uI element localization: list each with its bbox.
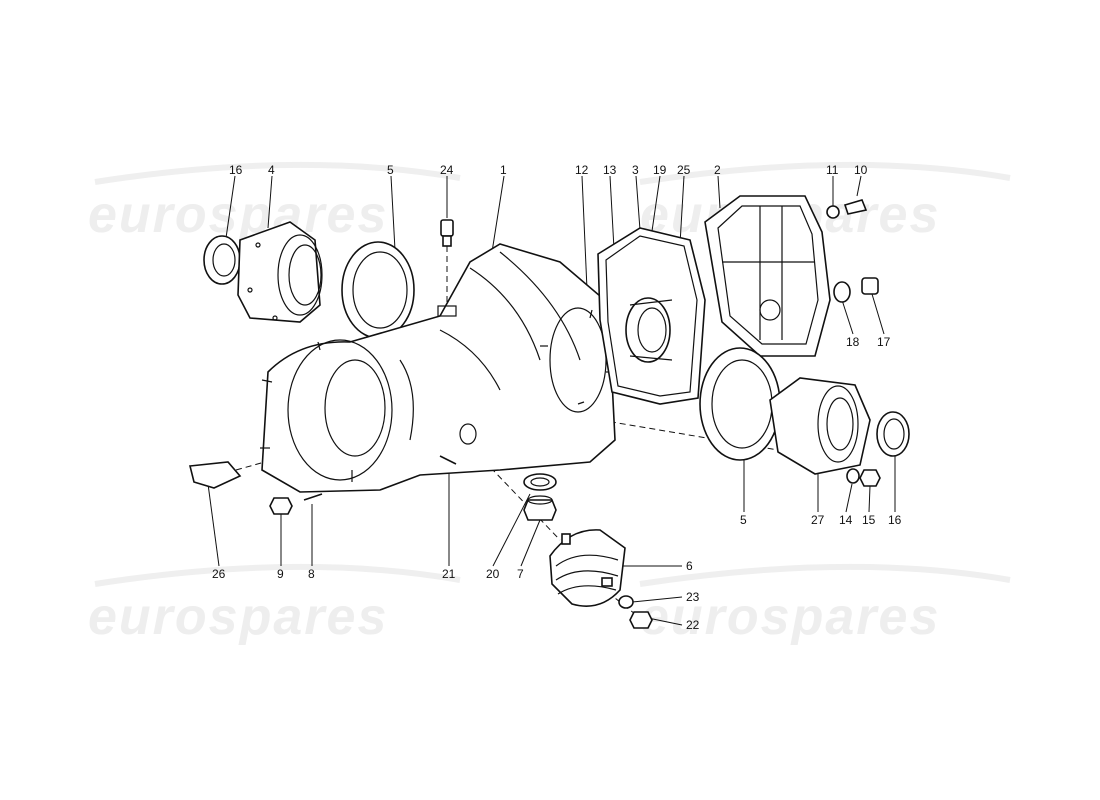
part-21-stud bbox=[439, 455, 457, 465]
part-24-breather bbox=[440, 219, 454, 247]
watermarks: eurospares eurospares eurospares eurospa… bbox=[88, 161, 1011, 646]
watermark-bottom-left: eurospares bbox=[88, 588, 388, 646]
part-8-stud bbox=[303, 493, 323, 501]
callout-8: 8 bbox=[308, 567, 315, 581]
part-23-washer bbox=[618, 595, 634, 609]
part-6-rubber-mount bbox=[549, 529, 626, 607]
part-5-gasket-upper bbox=[341, 241, 415, 339]
part-20-washer bbox=[523, 473, 557, 491]
part-10-bolt bbox=[843, 199, 868, 215]
callout-25: 25 bbox=[677, 163, 691, 177]
callout-15: 15 bbox=[862, 513, 876, 527]
callout-3: 3 bbox=[632, 163, 639, 177]
part-4-bearing-housing bbox=[237, 221, 323, 323]
part-15-nut bbox=[859, 469, 881, 487]
callout-10: 10 bbox=[854, 163, 868, 177]
callout-13: 13 bbox=[603, 163, 617, 177]
part-2-rear-cover bbox=[704, 195, 831, 357]
callout-labels: 16 4 5 24 1 12 13 3 19 25 2 11 10 18 17 … bbox=[212, 163, 902, 632]
part-22-nut bbox=[629, 611, 653, 629]
callout-20: 20 bbox=[486, 567, 500, 581]
callout-27: 27 bbox=[811, 513, 825, 527]
callout-5-bottom: 5 bbox=[740, 513, 747, 527]
callout-9: 9 bbox=[277, 567, 284, 581]
part-26-bracket bbox=[189, 461, 242, 489]
callout-4: 4 bbox=[268, 163, 275, 177]
part-1-main-casing bbox=[260, 243, 616, 493]
part-27-bearing-housing bbox=[769, 377, 871, 475]
part-16-seal-left bbox=[203, 235, 241, 285]
callout-2: 2 bbox=[714, 163, 721, 177]
callout-16-bottom: 16 bbox=[888, 513, 902, 527]
callout-11: 11 bbox=[826, 163, 839, 177]
part-19-bearing bbox=[625, 297, 673, 363]
watermark-top-left: eurospares bbox=[88, 186, 388, 244]
part-17-plug bbox=[861, 277, 879, 295]
part-18-washer bbox=[833, 281, 851, 303]
callout-24: 24 bbox=[440, 163, 454, 177]
callout-12: 12 bbox=[575, 163, 589, 177]
watermark-bottom-right: eurospares bbox=[640, 588, 940, 646]
callout-19: 19 bbox=[653, 163, 667, 177]
callout-17: 17 bbox=[877, 335, 891, 349]
callout-18: 18 bbox=[846, 335, 860, 349]
callout-1: 1 bbox=[500, 163, 507, 177]
callout-6: 6 bbox=[686, 559, 693, 573]
part-9-nut bbox=[269, 497, 293, 515]
part-14-washer bbox=[846, 468, 860, 484]
part-11-washer bbox=[826, 205, 840, 219]
callout-7: 7 bbox=[517, 567, 524, 581]
callout-14: 14 bbox=[839, 513, 853, 527]
callout-26: 26 bbox=[212, 567, 226, 581]
callout-22: 22 bbox=[686, 618, 700, 632]
callout-21: 21 bbox=[442, 567, 456, 581]
callout-5-top: 5 bbox=[387, 163, 394, 177]
part-16-seal-right bbox=[876, 411, 910, 457]
callout-16-top: 16 bbox=[229, 163, 243, 177]
part-5-gasket-lower bbox=[699, 347, 781, 461]
callout-23: 23 bbox=[686, 590, 700, 604]
part-7-plug bbox=[523, 495, 557, 521]
